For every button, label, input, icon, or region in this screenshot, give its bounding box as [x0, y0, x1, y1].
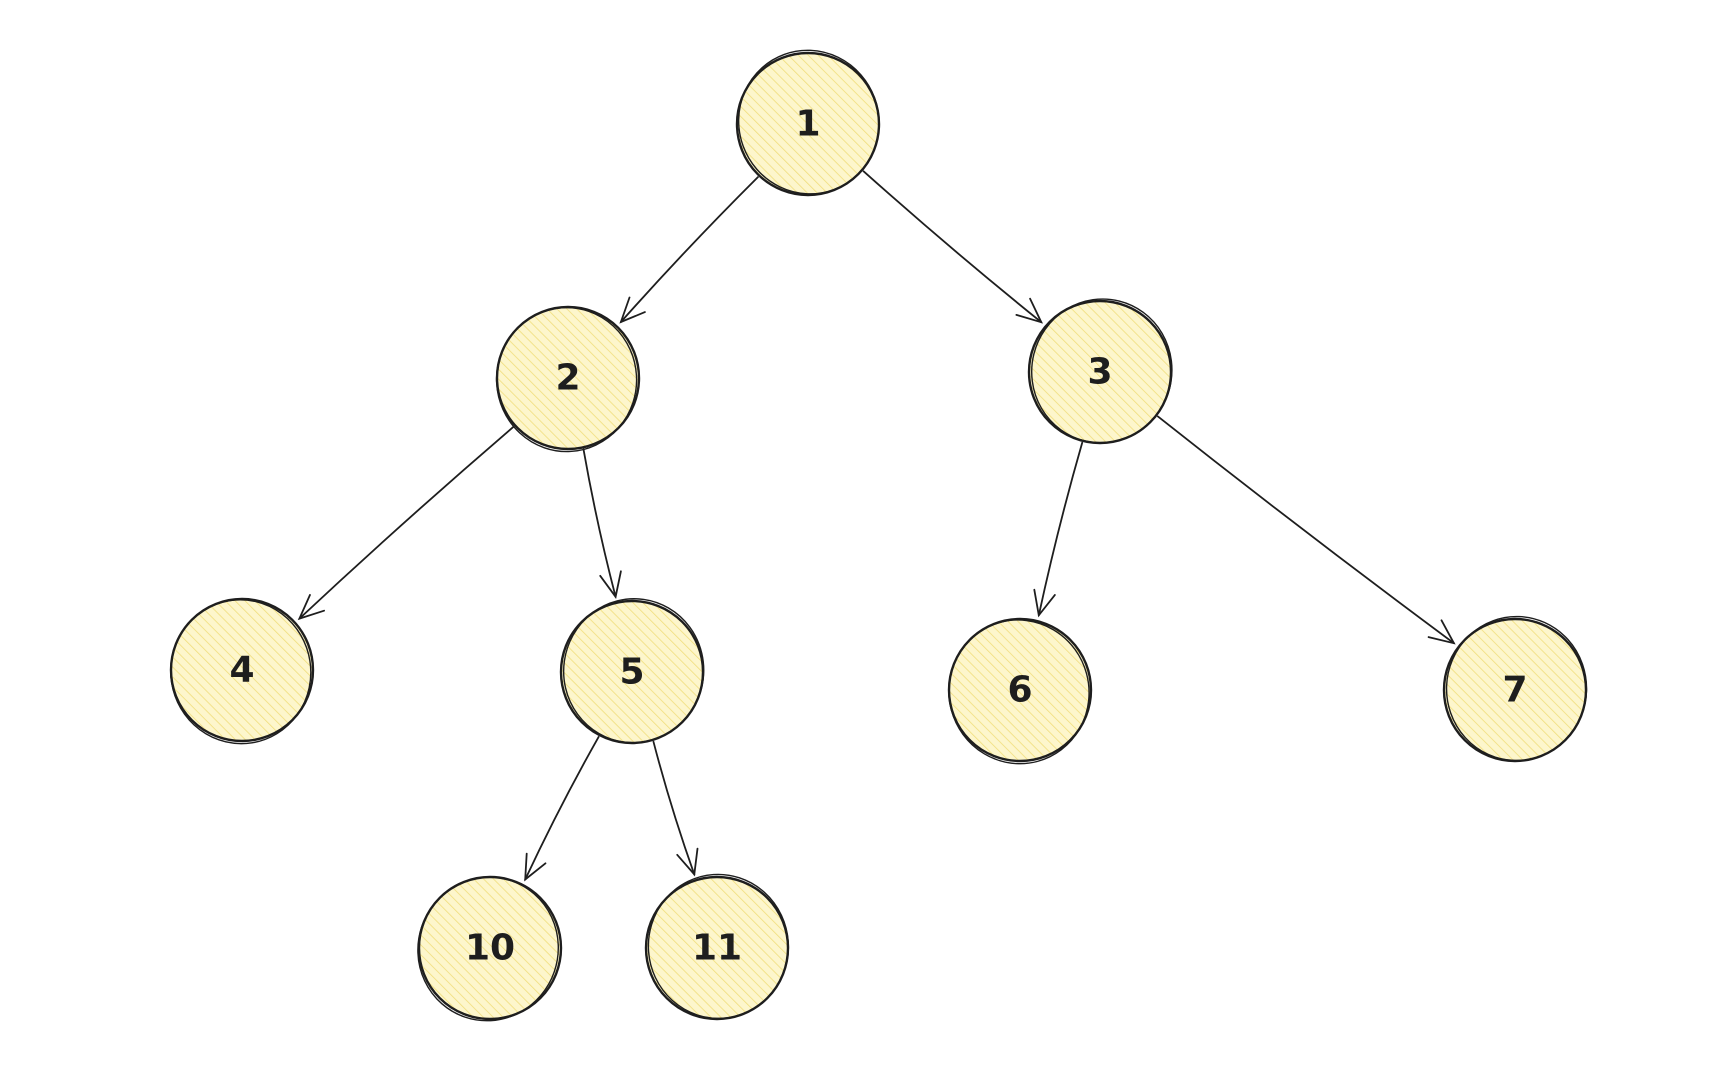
edges [297, 170, 1456, 882]
edge-n1-n3 [862, 170, 1043, 324]
arrowhead [1427, 619, 1456, 645]
edge-n1-n2 [619, 176, 759, 324]
tree-node-6: 6 [947, 617, 1093, 765]
tree-node-5: 5 [559, 598, 705, 745]
nodes: 1 2 3 4 5 6 7 10 11 [169, 49, 1588, 1022]
node-label: 10 [465, 928, 515, 969]
arrowhead [524, 852, 547, 882]
arrowhead [599, 570, 622, 599]
edge-n5-n11 [652, 740, 699, 877]
edge-n2-n4 [297, 425, 515, 621]
edge-n2-n5 [582, 448, 622, 599]
arrowhead [619, 296, 646, 324]
tree-node-2: 2 [495, 305, 641, 453]
tree-node-11: 11 [644, 873, 790, 1021]
node-label: 6 [1007, 670, 1032, 711]
edge-n3-n7 [1157, 415, 1456, 645]
edge-n3-n6 [1033, 441, 1084, 618]
tree-node-3: 3 [1027, 298, 1173, 445]
arrowhead [1033, 588, 1056, 618]
node-label: 4 [229, 650, 254, 691]
node-label: 3 [1087, 352, 1112, 393]
arrowhead [676, 847, 699, 877]
edge-n5-n10 [524, 736, 600, 882]
node-label: 1 [795, 104, 820, 145]
node-label: 5 [619, 652, 644, 693]
tree-node-10: 10 [417, 875, 563, 1022]
tree-node-7: 7 [1442, 615, 1588, 763]
tree-node-1: 1 [735, 49, 881, 197]
node-label: 2 [555, 358, 580, 399]
arrowhead [297, 594, 325, 621]
arrowhead [1015, 297, 1043, 324]
tree-node-4: 4 [169, 597, 315, 745]
node-label: 11 [692, 928, 742, 969]
node-label: 7 [1502, 670, 1527, 711]
